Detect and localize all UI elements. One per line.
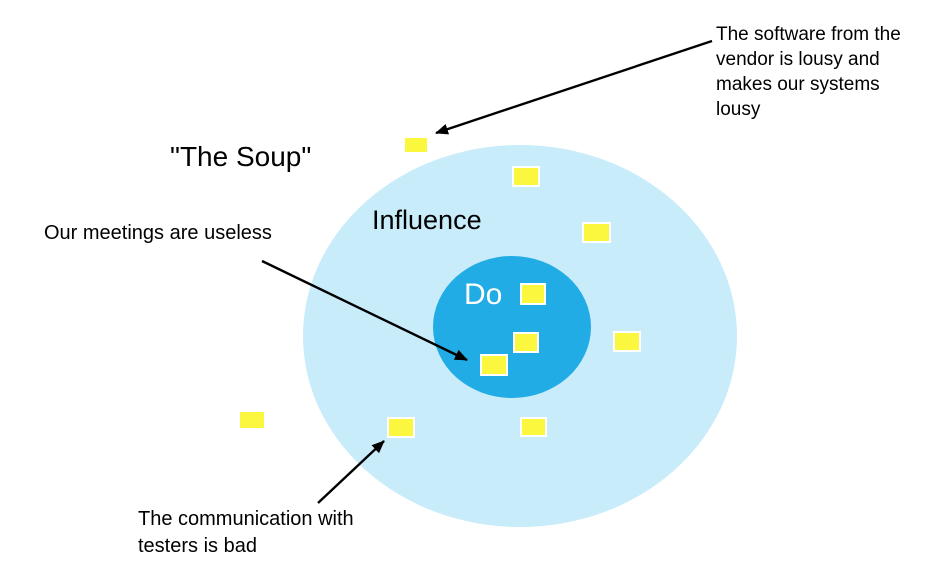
annotation-arrow-0 bbox=[435, 39, 713, 135]
sticky-note-influence bbox=[582, 222, 611, 243]
sticky-note-soup bbox=[238, 410, 266, 430]
influence-label: Influence bbox=[372, 205, 482, 235]
do-circle bbox=[433, 256, 591, 398]
annotation-vendor-software: The software from the vendor is lousy an… bbox=[716, 24, 901, 120]
sticky-note-do bbox=[480, 354, 508, 376]
sticky-note-influence bbox=[387, 417, 415, 438]
sticky-note-influence bbox=[512, 166, 540, 187]
sticky-note-do bbox=[520, 283, 546, 305]
sticky-note-influence bbox=[613, 331, 641, 352]
annotation-meetings-useless: Our meetings are useless bbox=[44, 222, 272, 244]
do-label: Do bbox=[464, 278, 503, 311]
soup-label: "The Soup" bbox=[170, 141, 312, 172]
sticky-note-do bbox=[513, 332, 539, 353]
sticky-note-soup bbox=[403, 136, 429, 154]
sticky-note-influence bbox=[520, 417, 547, 437]
annotation-tester-communication: The communication with testers is bad bbox=[138, 508, 354, 557]
